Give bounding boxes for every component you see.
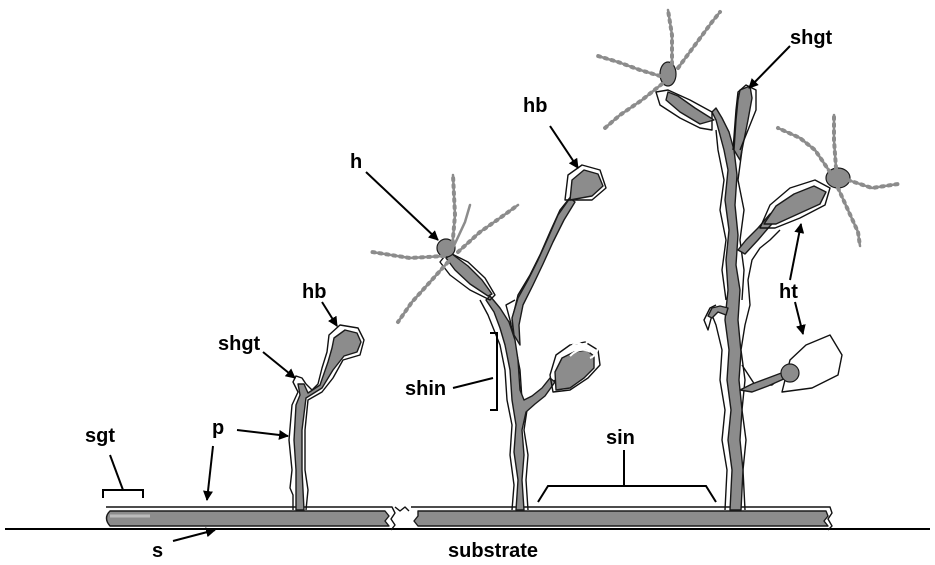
label-hb-middle: hb — [523, 95, 547, 117]
annotation-shgt-left: shgt — [218, 333, 296, 379]
label-substrate: substrate — [448, 540, 538, 562]
annotation-h: h — [350, 151, 439, 241]
annotation-ht: ht — [779, 223, 806, 335]
annotation-p: p — [203, 417, 289, 501]
stolon-left — [105, 506, 396, 531]
label-sin: sin — [606, 427, 635, 449]
label-p: p — [212, 417, 224, 439]
label-shgt-right: shgt — [790, 27, 833, 49]
annotation-hb-left: hb — [302, 281, 338, 327]
right-colony — [596, 8, 900, 511]
stolon-right — [394, 506, 833, 531]
annotation-shgt-right: shgt — [748, 27, 833, 89]
annotation-sgt: sgt — [85, 425, 144, 498]
label-ht: ht — [779, 281, 798, 303]
middle-colony — [370, 164, 607, 511]
annotation-shin: shin — [405, 332, 498, 411]
label-h: h — [350, 151, 362, 173]
label-sgt: sgt — [85, 425, 115, 447]
label-hb: hb — [302, 281, 326, 303]
label-shin: shin — [405, 378, 446, 400]
label-s: s — [152, 540, 163, 562]
annotation-hb-middle: hb — [523, 95, 579, 169]
annotation-sin: sin — [537, 427, 717, 503]
label-shgt: shgt — [218, 333, 261, 355]
annotation-s: s — [152, 527, 216, 562]
young-stem — [288, 324, 365, 511]
